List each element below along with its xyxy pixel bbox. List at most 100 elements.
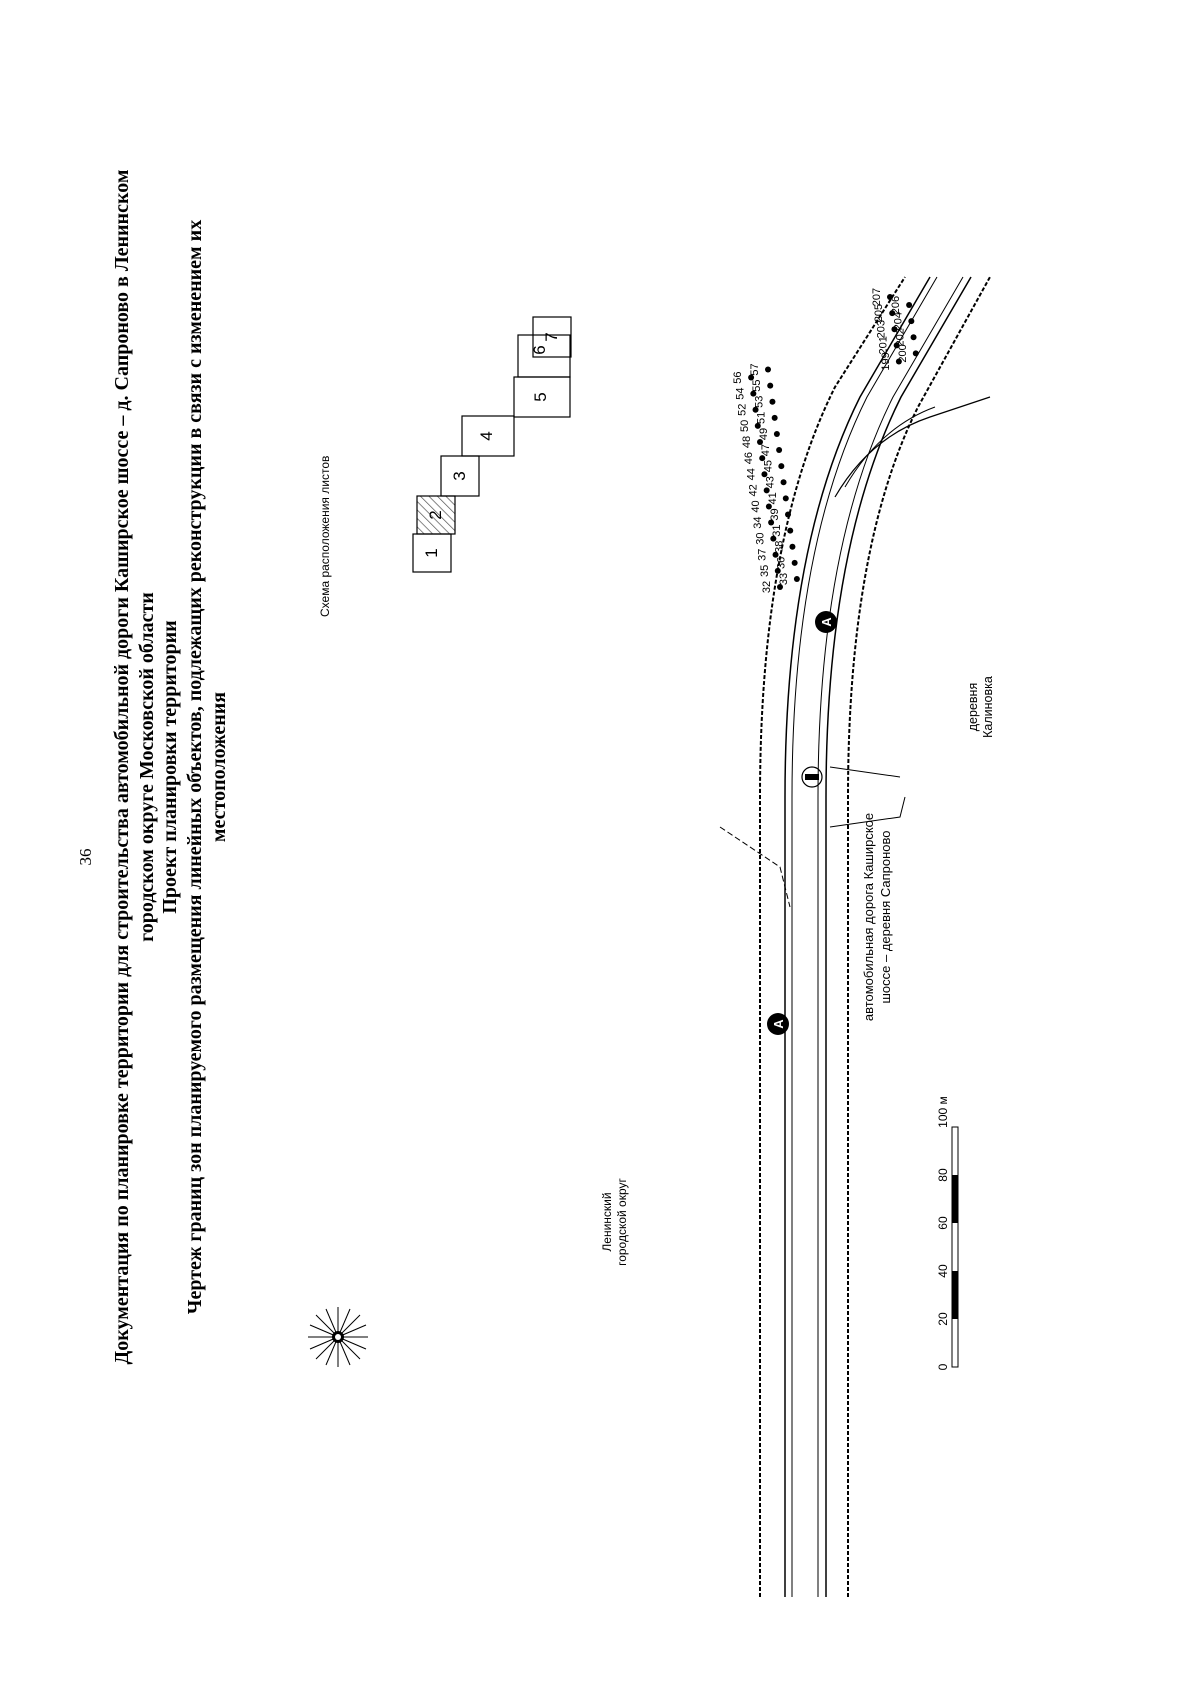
traffic-light-icon <box>801 766 823 788</box>
sheet-num-7: 7 <box>542 332 561 341</box>
svg-text:А: А <box>819 617 834 627</box>
sheet-box-3 <box>440 455 480 497</box>
point-label-48: 48 <box>741 436 753 448</box>
point-label-207: 207 <box>871 288 883 306</box>
scale-tick-40: 40 <box>936 1264 950 1278</box>
boundary-point-35 <box>774 567 781 574</box>
boundary-point-32 <box>777 584 783 590</box>
sheet-layout-scheme: 1 2 3 4 5 6 7 <box>412 316 572 573</box>
point-label-205: 205 <box>873 304 885 322</box>
point-label-51: 51 <box>756 412 768 424</box>
point-label-35: 35 <box>759 565 771 577</box>
boundary-point-34 <box>768 519 775 526</box>
point-label-38: 38 <box>773 541 785 553</box>
boundary-point-53 <box>769 398 776 405</box>
scale-tick-0: 0 <box>936 1363 950 1370</box>
point-label-56: 56 <box>732 371 744 383</box>
point-label-47: 47 <box>760 444 772 456</box>
point-label-203: 203 <box>875 320 887 338</box>
point-label-43: 43 <box>765 476 777 488</box>
boundary-points: 3233353637383031343940414243444546474849… <box>732 288 919 593</box>
boundary-point-40 <box>765 503 772 510</box>
sheet-box-6 <box>517 334 571 378</box>
boundary-point-30 <box>770 535 777 542</box>
point-label-201: 201 <box>878 336 890 354</box>
boundary-point-203 <box>891 326 898 333</box>
boundary-point-47 <box>776 447 783 454</box>
point-label-53: 53 <box>753 396 765 408</box>
boundary-point-44 <box>761 471 768 478</box>
sheet-num-1: 1 <box>422 548 441 557</box>
point-label-37: 37 <box>757 549 769 561</box>
sheet-box-2 <box>416 495 456 535</box>
point-label-55: 55 <box>751 379 763 391</box>
scale-tick-100: 100 м <box>936 1096 950 1128</box>
boundary-point-56 <box>748 374 755 381</box>
boundary-point-204 <box>908 318 915 325</box>
boundary-point-55 <box>767 382 774 389</box>
sheet-num-2: 2 <box>426 510 445 519</box>
boundary-point-41 <box>782 495 789 502</box>
point-label-40: 40 <box>750 500 762 512</box>
point-label-202: 202 <box>895 328 907 346</box>
boundary-point-48 <box>757 439 763 445</box>
boundary-point-49 <box>773 430 780 437</box>
point-label-206: 206 <box>890 296 902 314</box>
sheet-num-3: 3 <box>450 471 469 480</box>
boundary-point-52 <box>752 406 759 413</box>
boundary-point-206 <box>906 302 913 309</box>
boundary-point-45 <box>778 463 785 470</box>
point-label-32: 32 <box>761 581 773 593</box>
svg-text:А: А <box>771 1019 786 1029</box>
road-marker-1: А <box>767 1013 789 1035</box>
point-label-33: 33 <box>778 573 790 585</box>
sheet-num-6: 6 <box>530 345 549 354</box>
boundary-point-31 <box>787 527 794 534</box>
boundary-point-51 <box>771 414 778 421</box>
scale-tick-60: 60 <box>936 1216 950 1230</box>
point-label-46: 46 <box>743 452 755 464</box>
boundary-point-205 <box>889 310 896 317</box>
boundary-point-43 <box>780 479 787 486</box>
sheet-box-7 <box>532 316 572 358</box>
point-label-57: 57 <box>749 363 761 375</box>
boundary-point-38 <box>789 543 796 550</box>
boundary-point-207 <box>887 294 893 300</box>
sheet-num-5: 5 <box>531 392 550 401</box>
boundary-point-39 <box>785 511 791 518</box>
boundary-point-54 <box>750 390 757 397</box>
point-label-50: 50 <box>739 420 751 432</box>
point-label-204: 204 <box>892 312 904 330</box>
point-label-34: 34 <box>752 516 764 528</box>
boundary-point-202 <box>910 334 917 341</box>
point-label-30: 30 <box>754 533 766 545</box>
point-label-41: 41 <box>767 492 779 504</box>
point-label-52: 52 <box>737 404 749 416</box>
boundary-point-42 <box>763 487 770 494</box>
boundary-point-46 <box>759 455 766 462</box>
point-label-31: 31 <box>771 524 783 536</box>
compass-rose-icon <box>308 1307 368 1367</box>
point-label-199: 199 <box>880 352 892 370</box>
point-label-44: 44 <box>745 468 757 480</box>
point-label-49: 49 <box>758 428 770 440</box>
boundary-point-50 <box>754 422 761 429</box>
sheet-num-4: 4 <box>477 431 496 440</box>
boundary-point-199 <box>895 358 902 365</box>
boundary-point-200 <box>912 350 919 357</box>
boundary-point-37 <box>772 551 779 558</box>
sheet-box-4 <box>461 415 515 457</box>
scale-tick-20: 20 <box>936 1312 950 1326</box>
boundary-point-33 <box>793 575 800 582</box>
point-label-54: 54 <box>734 388 746 400</box>
point-label-42: 42 <box>748 484 760 496</box>
point-label-36: 36 <box>776 557 788 569</box>
road-marker-2: А <box>815 611 837 633</box>
point-label-200: 200 <box>897 344 909 362</box>
scale-tick-80: 80 <box>936 1168 950 1182</box>
boundary-point-57 <box>765 366 771 373</box>
boundary-point-36 <box>791 559 798 566</box>
point-label-45: 45 <box>762 460 774 472</box>
